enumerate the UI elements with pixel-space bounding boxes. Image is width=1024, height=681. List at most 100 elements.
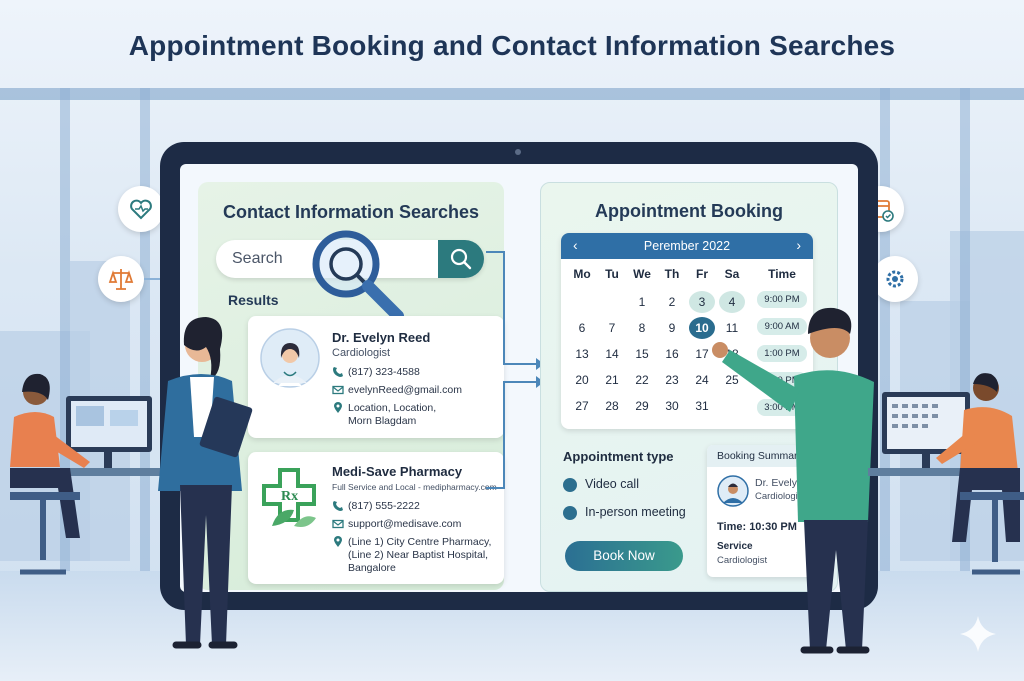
window-frame xyxy=(880,88,890,608)
weekday-header: We xyxy=(633,267,651,281)
time-slot[interactable]: 9:00 AM xyxy=(757,318,807,335)
email-icon xyxy=(332,519,344,529)
pharmacy-email[interactable]: support@medisave.com xyxy=(348,518,462,530)
weekday-header: Sa xyxy=(724,267,740,281)
contact-search-panel: Contact Information Searches Search Resu… xyxy=(198,182,504,590)
calendar-prev-button[interactable]: ‹ xyxy=(573,237,578,253)
woman-with-clipboard xyxy=(158,317,253,649)
pharmacy-name: Medi-Save Pharmacy xyxy=(332,464,463,479)
video-icon xyxy=(563,477,577,492)
option-video-call[interactable]: Video call xyxy=(563,477,639,492)
phone-icon xyxy=(333,501,343,511)
calendar-day[interactable]: 16 xyxy=(665,347,679,361)
option-in-person[interactable]: In-person meeting xyxy=(563,505,686,520)
calendar-day[interactable]: 30 xyxy=(665,399,679,413)
calendar-day[interactable]: 31 xyxy=(695,399,709,413)
doctor-specialty: Cardiologist xyxy=(332,347,391,359)
time-header: Time xyxy=(768,267,796,281)
sparkle-icon xyxy=(960,616,996,652)
phone-icon xyxy=(333,367,343,377)
calendar-day[interactable]: 3 xyxy=(689,291,715,313)
doctor-phone[interactable]: (817) 323-4588 xyxy=(348,366,420,378)
svg-text:Rx: Rx xyxy=(281,489,298,504)
calendar-day[interactable]: 7 xyxy=(608,321,616,335)
calendar-day[interactable]: 29 xyxy=(635,399,649,413)
pharmacy-address-line3: Bangalore xyxy=(348,562,396,574)
window-frame xyxy=(140,88,150,608)
weekday-header: Th xyxy=(664,267,680,281)
booking-panel-title: Appointment Booking xyxy=(595,201,783,221)
weekday-header: Mo xyxy=(573,267,591,281)
location-icon xyxy=(334,402,342,413)
page-title: Appointment Booking and Contact Informat… xyxy=(128,30,896,61)
calendar-day[interactable]: 23 xyxy=(665,373,679,387)
pharmacy-address-line2: (Line 2) Near Baptist Hospital, xyxy=(348,549,489,561)
calendar-day[interactable]: 15 xyxy=(635,347,649,361)
search-placeholder: Search xyxy=(232,250,283,267)
doctor-name: Dr. Evelyn Reed xyxy=(332,330,431,345)
calendar-day[interactable]: 9 xyxy=(668,321,676,335)
doctor-avatar xyxy=(717,475,749,507)
calendar-day[interactable]: 6 xyxy=(578,321,586,335)
calendar-day[interactable]: 4 xyxy=(719,291,745,313)
calendar-day[interactable]: 22 xyxy=(635,373,649,387)
search-button[interactable] xyxy=(438,240,484,278)
calendar-day[interactable]: 8 xyxy=(638,321,646,335)
summary-service-label: Service xyxy=(717,541,753,552)
weekday-header: Tu xyxy=(605,267,619,281)
scales-icon[interactable] xyxy=(98,256,144,302)
calendar-day[interactable]: 17 xyxy=(695,347,709,361)
person-icon xyxy=(563,505,577,520)
pharmacy-phone[interactable]: (817) 555-2222 xyxy=(348,500,420,512)
time-slot[interactable]: 9:00 PM xyxy=(757,291,807,308)
summary-doctor-specialty: Cardiologist xyxy=(755,491,806,502)
option-label: Video call xyxy=(585,477,639,491)
man-pointing xyxy=(712,307,874,654)
doctor-email[interactable]: evelynReed@gmail.com xyxy=(348,384,462,396)
email-icon xyxy=(332,385,344,395)
appointment-type-label: Appointment type xyxy=(563,449,674,464)
calendar-next-button[interactable]: › xyxy=(796,237,801,253)
summary-doctor: Dr. Evelyn xyxy=(755,477,803,489)
calendar-day[interactable]: 24 xyxy=(695,373,709,387)
pharmacy-address-line1: (Line 1) City Centre Pharmacy, xyxy=(348,536,492,548)
calendar-day[interactable]: 2 xyxy=(668,295,676,309)
person-at-desk-right xyxy=(868,373,1024,575)
calendar-day[interactable]: 10 xyxy=(689,317,715,339)
heart-icon[interactable] xyxy=(118,186,164,232)
time-slot[interactable]: 1:00 PM xyxy=(757,345,807,362)
calendar-day[interactable]: 11 xyxy=(725,321,739,335)
book-now-button[interactable]: Book Now xyxy=(565,541,683,571)
doctor-address-line1: Location, Location, xyxy=(348,402,437,414)
location-icon xyxy=(334,536,342,547)
pharmacy-result-card[interactable]: Rx Medi-Save Pharmacy Full Service and L… xyxy=(248,452,504,584)
calendar-day[interactable]: 28 xyxy=(605,399,619,413)
results-label: Results xyxy=(228,292,279,308)
booking-summary-card: Booking Summary Dr. Evelyn Cardiologist … xyxy=(707,445,817,577)
weekday-header: Fr xyxy=(696,267,708,281)
calendar-day[interactable]: 20 xyxy=(575,373,589,387)
doctor-result-card[interactable]: Dr. Evelyn Reed Cardiologist (817) 323-4… xyxy=(248,316,504,438)
calendar-day[interactable]: 27 xyxy=(575,399,589,413)
pharmacy-logo: Rx xyxy=(262,468,316,527)
contact-panel-title: Contact Information Searches xyxy=(222,202,480,222)
option-label: In-person meeting xyxy=(585,505,686,519)
calendar-month: Perember 2022 xyxy=(643,239,731,253)
doctor-avatar xyxy=(260,328,320,388)
calendar-day[interactable]: 13 xyxy=(575,347,589,361)
person-at-desk-left xyxy=(10,373,160,575)
calendar-day[interactable]: 14 xyxy=(605,347,619,361)
calendar-day[interactable]: 25 xyxy=(725,373,739,387)
gear-icon[interactable] xyxy=(872,256,918,302)
summary-time: Time: 10:30 PM xyxy=(717,521,797,533)
calendar-day[interactable]: 1 xyxy=(638,295,646,309)
magnifier-icon xyxy=(312,230,404,322)
summary-service-value: Cardiologist xyxy=(717,555,768,566)
window-frame xyxy=(960,88,970,608)
calendar-header: ‹ Perember 2022 › xyxy=(561,233,813,259)
summary-header: Booking Summary xyxy=(707,445,817,467)
time-slot[interactable]: 3:00 PM xyxy=(757,399,807,416)
tablet-camera xyxy=(515,149,521,155)
pharmacy-tagline: Full Service and Local - medipharmacy.co… xyxy=(332,482,497,492)
calendar-day[interactable]: 21 xyxy=(605,373,619,387)
